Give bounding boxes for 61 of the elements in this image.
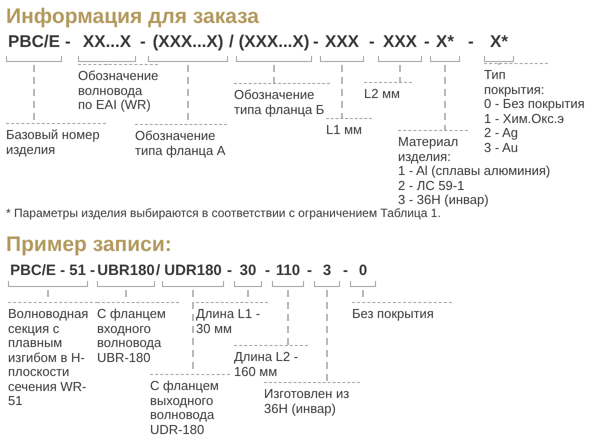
- separator: -: [424, 32, 430, 52]
- description-text: С фланцем входного волновода UBR-180: [97, 302, 179, 365]
- leader-line: [341, 65, 343, 118]
- leader-line: [326, 290, 328, 382]
- option-text: 2 - ЛС 59-1: [398, 178, 464, 193]
- separator: -: [90, 262, 95, 280]
- separator: -: [369, 32, 375, 52]
- code-segment: XXX: [320, 32, 364, 62]
- description-text: Обозначение волновода по EAI (WR): [78, 64, 158, 112]
- description-text: Базовый номер изделия: [6, 123, 106, 157]
- code-segment: X*: [430, 32, 460, 62]
- code-segment: PBC/E - 51: [8, 262, 88, 287]
- separator: -: [140, 32, 146, 52]
- description-text: Тип покрытия:: [484, 63, 548, 97]
- leader-line: [273, 65, 275, 83]
- code-segment: 3: [314, 262, 340, 287]
- code-segment: PBC/E: [6, 32, 62, 62]
- code-segment: XX...X: [78, 32, 136, 62]
- option-text: 0 - Без покрытия: [484, 97, 586, 112]
- separator: -: [65, 32, 71, 52]
- leader-line: [287, 290, 289, 345]
- description-text: L2 мм: [364, 82, 412, 102]
- code-segment: XXX: [378, 32, 422, 62]
- description-text: L1 мм: [326, 118, 372, 138]
- description-text: Волноводная секция с плавным изгибом в Н-плоскости сечения WR-51: [8, 302, 98, 408]
- code-segment: 110: [272, 262, 304, 287]
- code-segment: (XXX...X): [148, 32, 228, 62]
- separator: -: [227, 262, 232, 280]
- description-text: Длина L2 - 160 мм: [234, 345, 308, 379]
- separator: /: [229, 32, 234, 52]
- option-text: 3 - 36Н (инвар): [398, 193, 490, 208]
- option-text: 1 - Хим.Окс.э: [484, 112, 564, 126]
- code-segment: 0: [350, 262, 376, 287]
- separator: -: [343, 262, 348, 280]
- option-text: 1 - Al (сплавы алюминия): [398, 164, 552, 178]
- description-text: Обозначение типа фланца Б: [234, 83, 330, 117]
- separator: -: [307, 262, 312, 280]
- description-text: Длина L1 - 30 мм: [196, 302, 268, 336]
- heading: Пример записи:: [6, 233, 172, 257]
- separator: -: [468, 32, 474, 52]
- separator: /: [156, 262, 160, 280]
- code-segment: UDR180: [162, 262, 224, 287]
- code-segment: X*: [484, 32, 514, 62]
- code-segment: 30: [234, 262, 262, 287]
- description-text: Обозначение типа фланца А: [135, 124, 227, 158]
- footnote: * Параметры изделия выбираются в соответствии с ограничением Таблица 1.: [6, 206, 441, 220]
- description-text: С фланцем выходного волновода UDR-180: [150, 374, 230, 437]
- description-text: Материал изделия:: [398, 130, 468, 164]
- option-text: 3 - Au: [484, 140, 519, 155]
- heading: Информация для заказа: [6, 5, 259, 29]
- leader-line: [33, 65, 35, 123]
- description-text: Изготовлен из 36Н (инвар): [264, 382, 360, 416]
- code-segment: (XXX...X): [236, 32, 312, 62]
- leader-line: [498, 63, 500, 65]
- separator: -: [313, 32, 319, 52]
- code-segment: UBR180: [97, 262, 155, 287]
- description-text: Без покрытия: [352, 302, 452, 322]
- leader-line: [444, 65, 446, 130]
- option-text: 2 - Ag: [484, 126, 519, 140]
- leader-line: [399, 65, 401, 82]
- separator: -: [265, 262, 270, 280]
